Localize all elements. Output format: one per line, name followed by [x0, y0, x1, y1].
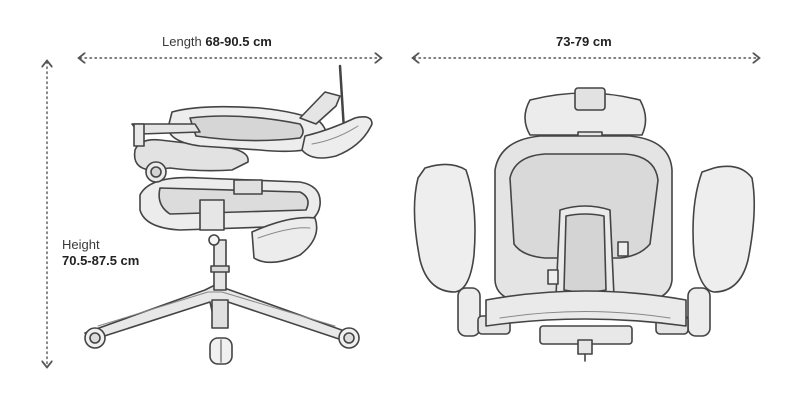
width-label-value: 73-79 cm: [556, 34, 612, 49]
width-dimension-label: 73-79 cm: [556, 34, 612, 50]
length-label-value: 68-90.5 cm: [205, 34, 272, 49]
dimension-lines: [47, 58, 758, 366]
length-dimension-label: Length 68-90.5 cm: [162, 34, 272, 50]
side-view-chair-illustration: [84, 64, 373, 365]
height-dimension-label: Height 70.5-87.5 cm: [62, 237, 139, 269]
height-label-prefix: Height: [62, 237, 100, 252]
height-label-value: 70.5-87.5 cm: [62, 253, 140, 268]
length-label-prefix: Length: [162, 34, 206, 49]
top-view-chair-illustration: [413, 87, 756, 362]
